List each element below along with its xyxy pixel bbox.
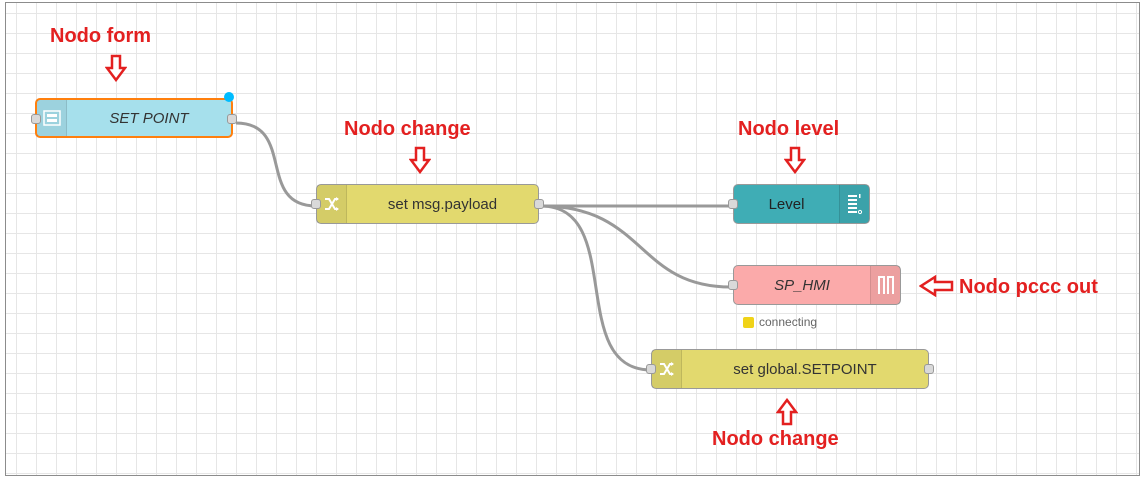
down-arrow-icon — [105, 54, 127, 82]
change-node-global[interactable]: set global.SETPOINT — [646, 349, 934, 389]
pulse-wave-icon — [870, 266, 900, 304]
changed-indicator — [224, 92, 234, 102]
wires-layer — [235, 121, 732, 372]
status-dot — [743, 316, 754, 328]
change2-output-port[interactable] — [924, 364, 934, 374]
level-node-label: Level — [768, 195, 805, 213]
shuffle-icon — [652, 350, 682, 388]
form-node[interactable]: SET POINT — [31, 92, 237, 138]
annotation-change2: Nodo change — [712, 428, 839, 450]
flow-workspace[interactable]: SET POINT set msg.payload Level — [5, 2, 1140, 476]
annotation-level: Nodo level — [738, 118, 840, 140]
change-node-payload[interactable]: set msg.payload — [311, 184, 544, 224]
annotation-pccc: Nodo pccc out — [959, 276, 1098, 298]
up-arrow-icon — [776, 398, 798, 426]
form-icon — [37, 100, 67, 136]
annotation-change1: Nodo change — [344, 118, 471, 140]
change-node-payload-label: set msg.payload — [387, 195, 498, 213]
change1-input-port[interactable] — [311, 199, 321, 209]
pccc-status: connecting — [743, 315, 817, 329]
wire-change1-to-pccc — [540, 204, 732, 289]
wire-change1-to-change2 — [540, 204, 652, 372]
form-node-label: SET POINT — [109, 109, 189, 127]
left-arrow-icon — [919, 275, 954, 297]
pccc-node-label: SP_HMI — [774, 276, 830, 294]
down-arrow-icon — [784, 146, 806, 174]
pccc-status-text: connecting — [759, 315, 818, 329]
shuffle-icon — [317, 185, 347, 223]
annotation-form: Nodo form — [50, 25, 152, 47]
wire-form-to-change1 — [235, 121, 317, 208]
change-node-global-label: set global.SETPOINT — [733, 360, 877, 378]
form-output-port[interactable] — [227, 114, 237, 124]
form-input-port[interactable] — [31, 114, 41, 124]
level-node[interactable]: Level — [728, 184, 870, 224]
level-input-port[interactable] — [728, 199, 738, 209]
change1-output-port[interactable] — [534, 199, 544, 209]
pccc-out-node[interactable]: SP_HMI — [728, 265, 901, 305]
pccc-input-port[interactable] — [728, 280, 738, 290]
down-arrow-icon — [409, 146, 431, 174]
level-gauge-icon — [839, 185, 869, 223]
change2-input-port[interactable] — [646, 364, 656, 374]
